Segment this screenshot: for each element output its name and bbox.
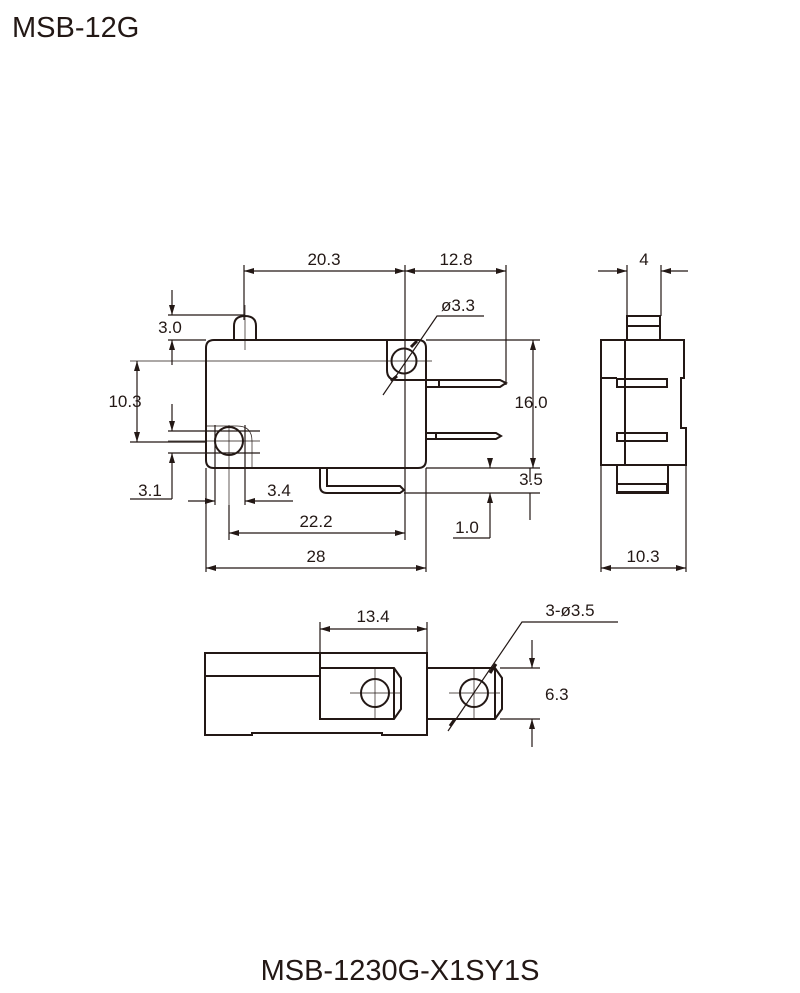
dim-20-3: 20.3 xyxy=(307,250,340,269)
dim-4: 4 xyxy=(639,250,648,269)
dim-22-2: 22.2 xyxy=(299,512,332,531)
dim-10-3: 10.3 xyxy=(108,392,141,411)
dim-13-4: 13.4 xyxy=(356,607,389,626)
dim-3-holes: 3-ø3.5 xyxy=(545,601,594,620)
front-view: 20.3 12.8 ø3.3 3.0 10.3 3.1 3.4 22.2 28 … xyxy=(108,250,548,572)
series-title: MSB-12G xyxy=(12,12,140,44)
model-number: MSB-1230G-X1SY1S xyxy=(260,955,540,987)
dim-16-0: 16.0 xyxy=(514,393,547,412)
side-view: 4 10.3 xyxy=(598,250,688,572)
dim-10-3-side: 10.3 xyxy=(626,547,659,566)
dim-hole-diameter: ø3.3 xyxy=(441,296,475,315)
dim-3-4: 3.4 xyxy=(267,481,291,500)
terminal-middle xyxy=(426,432,503,440)
mount-boss xyxy=(386,340,426,381)
dim-3-5: 3.5 xyxy=(519,470,543,489)
dim-1-0: 1.0 xyxy=(455,518,479,537)
dim-12-8: 12.8 xyxy=(439,250,472,269)
terminal-top xyxy=(426,379,508,388)
dim-28: 28 xyxy=(307,547,326,566)
dim-6-3: 6.3 xyxy=(545,685,569,704)
switch-body xyxy=(205,339,427,469)
dim-3-0: 3.0 xyxy=(158,318,182,337)
dim-3-1: 3.1 xyxy=(138,481,162,500)
terminal-bottom xyxy=(319,468,406,494)
bottom-view: 13.4 3-ø3.5 6.3 xyxy=(204,601,618,747)
